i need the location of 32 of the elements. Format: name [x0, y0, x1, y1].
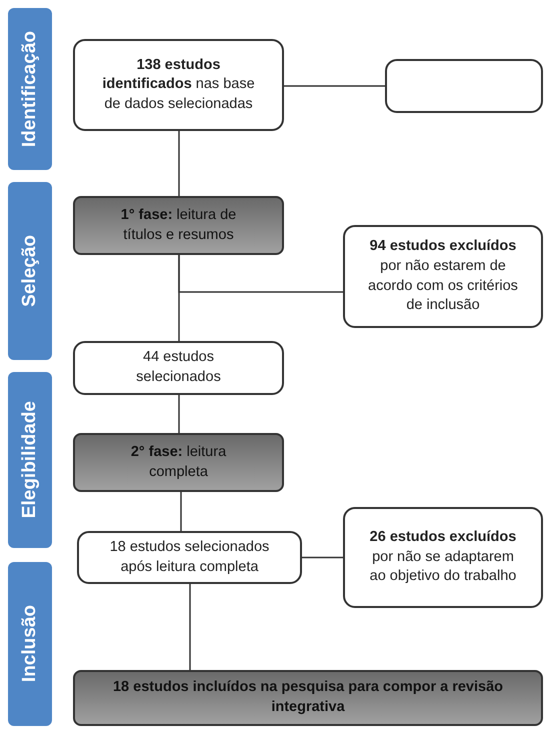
connector-line [284, 85, 385, 87]
box-text: 94 estudos excluídos por não estarem de acordo com os critérios de inclusão [367, 237, 519, 316]
phase-label: Identificação [18, 30, 42, 148]
box-text: 18 estudos selecionados após leitura completa [108, 538, 270, 576]
connector-line [180, 492, 182, 531]
phase-box [73, 196, 284, 255]
phase-box [73, 433, 284, 492]
box-text: 2° fase: leitura completa [130, 442, 228, 482]
connector-line [178, 395, 180, 433]
result-box [73, 670, 543, 726]
connector-line [178, 255, 343, 293]
box-text: 138 estudos identificados nas base de dados selecionadas [101, 56, 256, 114]
phase-label: Elegibilidade [18, 401, 42, 519]
box-shape [385, 59, 543, 113]
process-box [343, 507, 543, 608]
box-text: 1° fase: leitura de títulos e resumos [120, 206, 238, 244]
box-text: 26 estudos excluídos por não se adaptarem ao objetivo do trabalho [368, 528, 518, 586]
connector-line [302, 556, 343, 558]
process-box [73, 341, 284, 395]
phase-band [8, 8, 52, 170]
process-box [343, 225, 543, 328]
phase-label: Seleção [18, 235, 42, 307]
connector-line [178, 131, 180, 196]
phase-band [8, 562, 52, 726]
process-box [73, 39, 284, 131]
process-box [77, 531, 302, 584]
box-text: 18 estudos incluídos na pesquisa para compor a revisão integrativa [112, 678, 504, 717]
box-text: 44 estudos selecionados [135, 348, 222, 387]
phase-band [8, 182, 52, 360]
connector-line [189, 584, 191, 670]
phase-label: Inclusão [18, 605, 42, 683]
phase-band [8, 372, 52, 548]
